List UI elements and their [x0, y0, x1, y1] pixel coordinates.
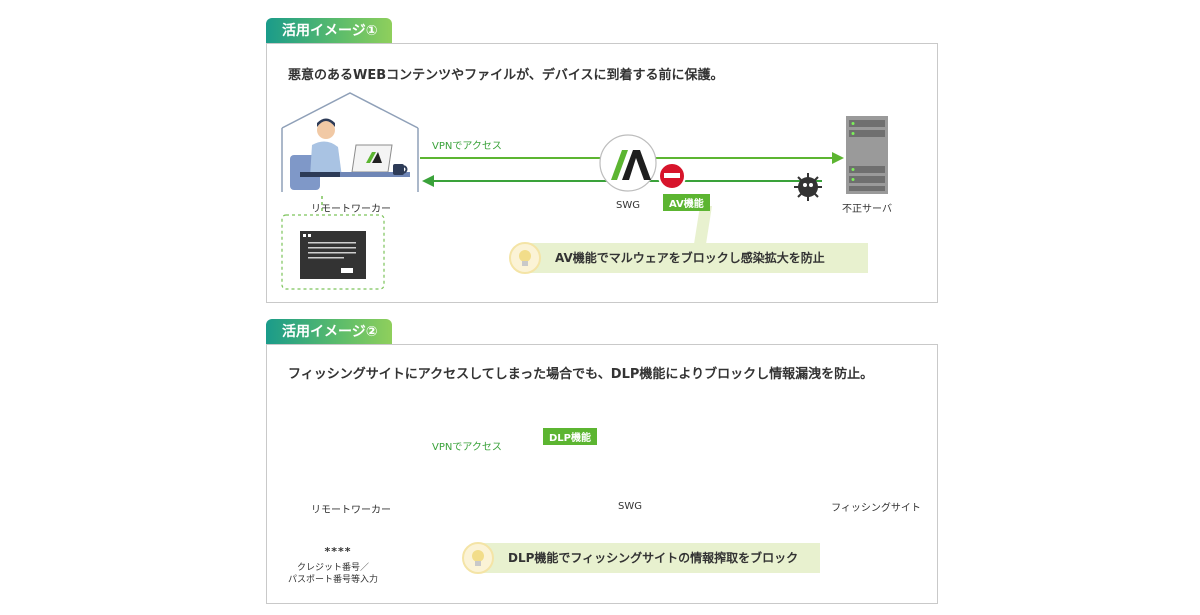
usecase2-worker-label: リモートワーカー — [311, 505, 391, 516]
server-icon — [846, 116, 888, 194]
swg-logo-icon — [599, 134, 657, 192]
usecase2-callout-text: DLP機能でフィッシングサイトの情報搾取をブロック — [508, 551, 799, 565]
mug-icon — [393, 164, 408, 175]
usecase2-data-label-line1: クレジット番号／ — [296, 563, 369, 573]
usecase1-vpn-label: VPNでアクセス — [432, 141, 502, 152]
usecase1-callout: AV機能でマルウェアをブロックし感染拡大を防止 — [525, 243, 868, 273]
usecase2-site-label: フィッシングサイト — [831, 503, 921, 514]
usecase1-worker-label: リモートワーカー — [311, 204, 391, 215]
bulb-icon — [462, 542, 494, 574]
browser-icon — [300, 231, 366, 279]
house-icon — [281, 92, 419, 192]
usecase2-data-label-line2: パスポート番号等入力 — [287, 575, 378, 585]
virus-icon — [794, 173, 822, 201]
usecase2-tab: 活用イメージ② — [266, 319, 392, 345]
bulb-icon — [509, 242, 541, 274]
masked-input: **** — [324, 545, 352, 558]
person-icon — [290, 118, 360, 190]
usecase2-feature-tag: DLP機能 — [543, 428, 598, 445]
block-icon — [658, 162, 686, 190]
usecase1-tab: 活用イメージ① — [266, 18, 392, 44]
usecase1-swg-label: SWG — [616, 200, 640, 211]
usecase2-swg-label: SWG — [618, 501, 642, 512]
usecase1-server-label: 不正サーバ — [842, 204, 892, 215]
usecase2-description: フィッシングサイトにアクセスしてしまった場合でも、DLP機能によりブロックし情報… — [288, 367, 874, 382]
usecase1-description: 悪意のあるWEBコンテンツやファイルが、デバイスに到着する前に保護。 — [288, 68, 724, 83]
usecase2-vpn-label: VPNでアクセス — [432, 442, 502, 453]
laptop-icon — [340, 144, 410, 177]
usecase1-callout-text: AV機能でマルウェアをブロックし感染拡大を防止 — [555, 251, 825, 265]
usecase2-callout: DLP機能でフィッシングサイトの情報搾取をブロック — [478, 543, 820, 573]
usecase1-feature-tag: AV機能 — [663, 194, 710, 211]
